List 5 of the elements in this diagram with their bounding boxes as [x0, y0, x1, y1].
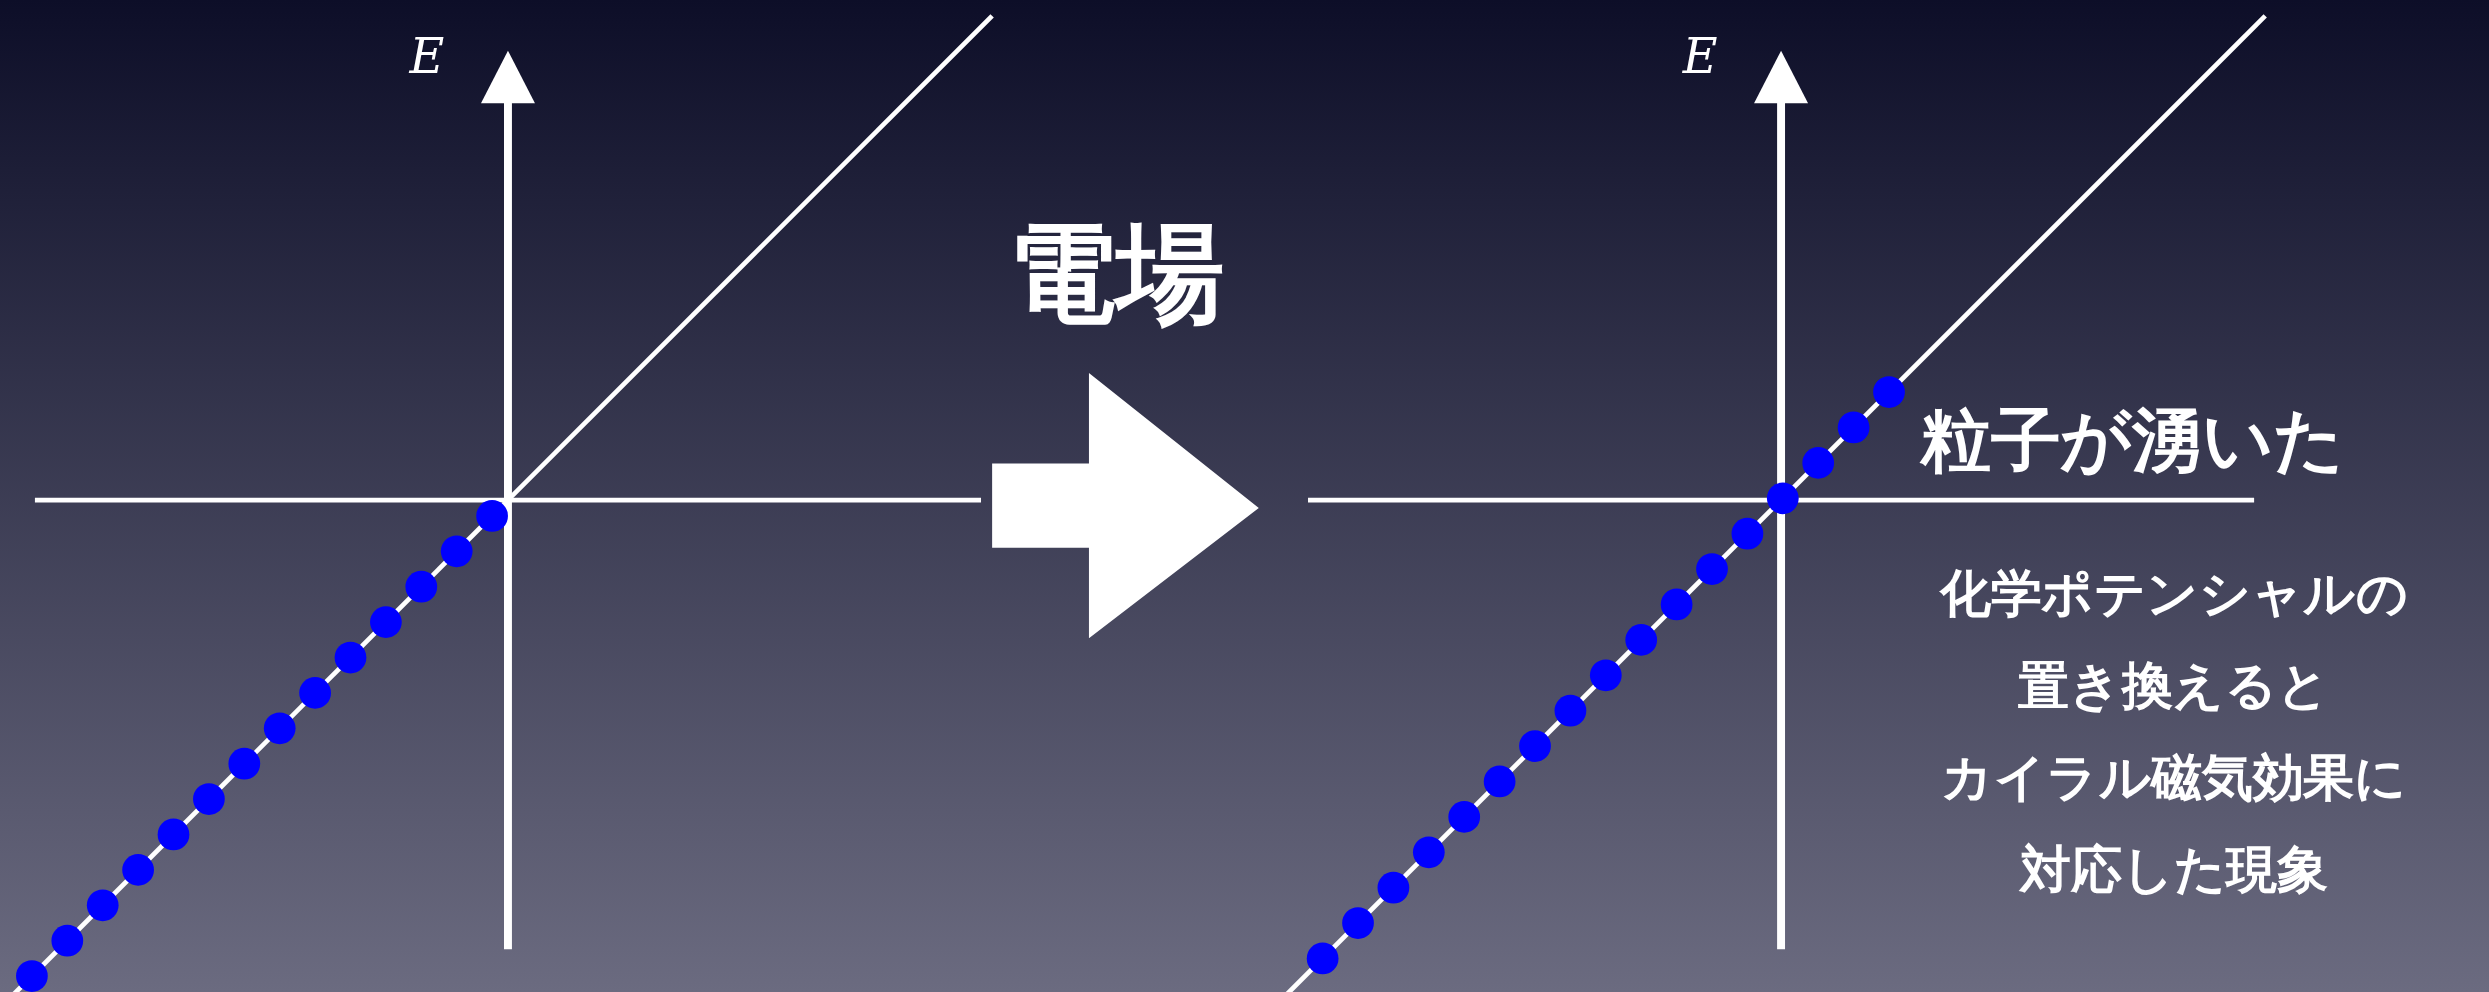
note-text: 化学ポテンシャルの置き換えるとカイラル磁気効果に対応した現象	[1939, 562, 2409, 903]
axis-label: E	[409, 28, 445, 85]
annotation-text: 粒子が湧いた	[1920, 397, 2345, 482]
axis-label: E	[1682, 28, 1718, 85]
heading-text: 電場	[1008, 210, 1224, 339]
